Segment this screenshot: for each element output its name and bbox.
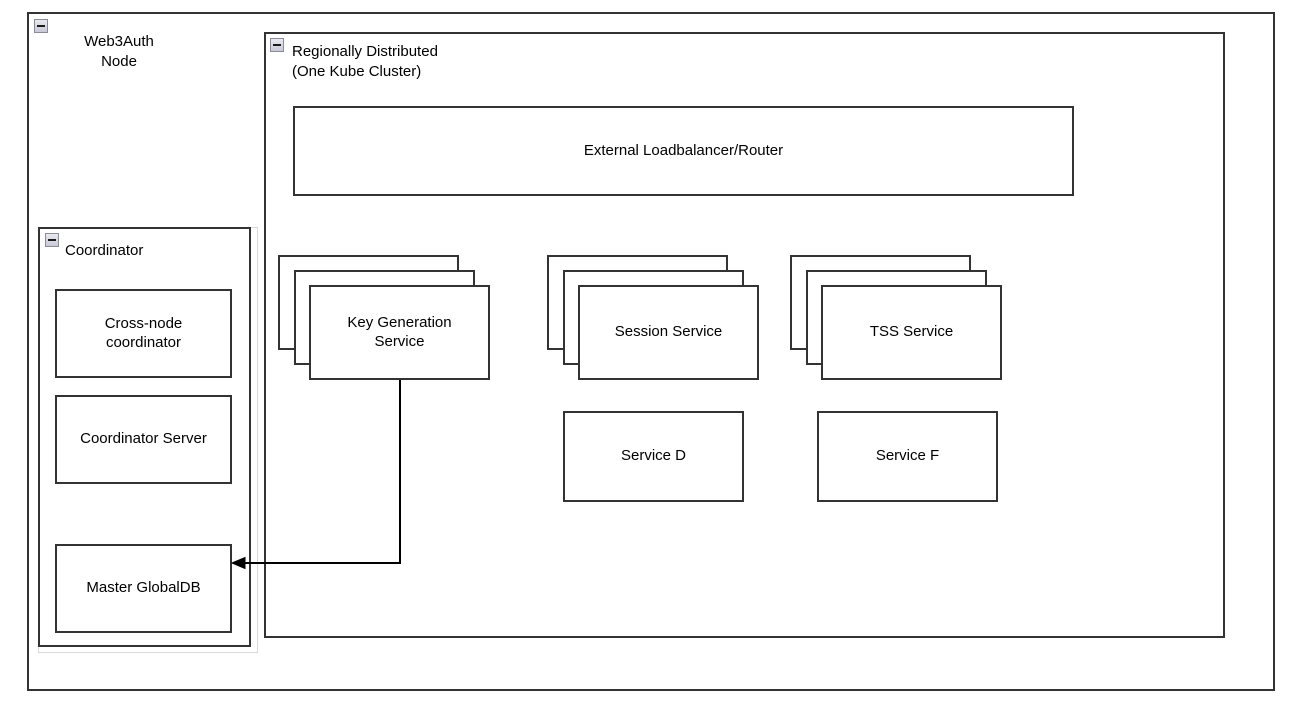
- node-master-globaldb[interactable]: [55, 544, 232, 633]
- container-title-kube-cluster: Regionally Distributed (One Kube Cluster…: [292, 43, 438, 80]
- minus-glyph: [48, 239, 56, 241]
- node-label-master-globaldb: Master GlobalDB: [86, 579, 201, 597]
- node-label-cross-node-coordinator: Cross-node coordinator: [104, 314, 183, 351]
- node-service-f[interactable]: [817, 411, 998, 502]
- stack-layer-front[interactable]: [821, 285, 1002, 380]
- node-cross-node-coordinator[interactable]: [55, 289, 232, 378]
- node-label-service-d: Service D: [620, 447, 687, 465]
- node-label-tss-service: TSS Service: [869, 323, 954, 341]
- node-service-d[interactable]: [563, 411, 744, 502]
- stack-layer-front[interactable]: [309, 285, 490, 380]
- node-label-service-f: Service F: [875, 447, 940, 465]
- stack-layer-front[interactable]: [578, 285, 759, 380]
- collapse-minus-icon-web3auth-node[interactable]: [34, 19, 48, 33]
- node-label-key-generation-service: Key Generation Service: [347, 313, 452, 350]
- node-label-external-loadbalancer: External Loadbalancer/Router: [583, 141, 784, 159]
- collapse-minus-icon-kube-cluster[interactable]: [270, 38, 284, 52]
- node-key-generation-service[interactable]: Key Generation Service: [278, 255, 490, 380]
- node-tss-service[interactable]: TSS Service: [790, 255, 1002, 380]
- minus-glyph: [37, 25, 45, 27]
- container-title-coordinator: Coordinator: [65, 242, 144, 259]
- node-label-coordinator-server: Coordinator Server: [80, 430, 207, 448]
- node-coordinator-server[interactable]: [55, 395, 232, 484]
- minus-glyph: [273, 44, 281, 46]
- node-external-loadbalancer[interactable]: [293, 106, 1074, 196]
- collapse-minus-icon-coordinator[interactable]: [45, 233, 59, 247]
- node-label-session-service: Session Service: [614, 323, 723, 341]
- node-session-service[interactable]: Session Service: [547, 255, 759, 380]
- container-title-web3auth-node: Web3Auth Node: [84, 33, 154, 70]
